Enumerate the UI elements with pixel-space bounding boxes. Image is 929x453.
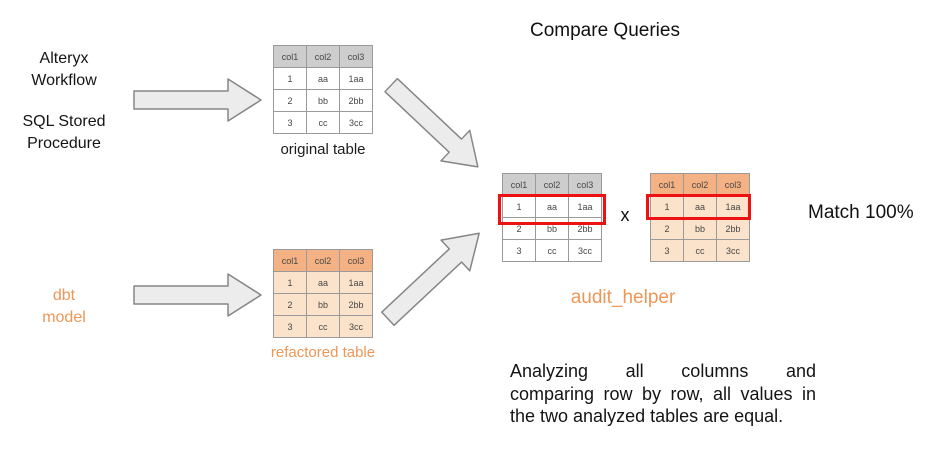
summary-line: the two analyzed tables are equal. — [510, 406, 784, 427]
table-cell: bb — [306, 89, 340, 112]
table-cell: aa — [306, 271, 340, 294]
table-cell: cc — [535, 239, 569, 262]
table-cell: 3cc — [339, 111, 373, 134]
table-header-cell: col3 — [339, 249, 373, 272]
table-cell: 1 — [273, 67, 307, 90]
sql-stored-procedure-label: SQL Stored Procedure — [22, 113, 106, 152]
table-cell: 3cc — [568, 239, 602, 262]
table-cell: 3 — [273, 315, 307, 338]
multiply-label: x — [620, 205, 630, 225]
table-header-cell: col3 — [568, 173, 602, 196]
table-header-cell: col2 — [683, 173, 717, 196]
table-cell: 3 — [502, 239, 536, 262]
table-cell: 3cc — [716, 239, 750, 262]
table-cell: 1aa — [339, 67, 373, 90]
table-cell: bb — [535, 217, 569, 240]
table-header-cell: col2 — [535, 173, 569, 196]
table-cell: aa — [683, 195, 717, 218]
dbt-model-label: dbt model — [42, 287, 86, 326]
table-cell: 1 — [273, 271, 307, 294]
refactored-table-caption: refactored table — [270, 344, 376, 361]
table-cell: 1aa — [568, 195, 602, 218]
table-cell: cc — [306, 315, 340, 338]
table-cell: 3 — [273, 111, 307, 134]
arrow-down-right-icon — [375, 68, 493, 183]
table-cell: 2 — [502, 217, 536, 240]
table-cell: 2 — [273, 293, 307, 316]
table-header-cell: col3 — [716, 173, 750, 196]
table-cell: 2bb — [339, 293, 373, 316]
table-header-cell: col1 — [273, 45, 307, 68]
table-header-cell: col1 — [502, 173, 536, 196]
alteryx-workflow-label: Alteryx Workflow — [31, 50, 97, 89]
table-cell: cc — [306, 111, 340, 134]
table-cell: 1aa — [339, 271, 373, 294]
table-cell: 1 — [502, 195, 536, 218]
table-cell: aa — [535, 195, 569, 218]
table-header-cell: col2 — [306, 249, 340, 272]
arrow-up-right-icon — [372, 217, 495, 336]
table-header-cell: col2 — [306, 45, 340, 68]
table-cell: cc — [683, 239, 717, 262]
table-cell: 2bb — [716, 217, 750, 240]
table-cell: aa — [306, 67, 340, 90]
summary-line: comparing row by row, all values in — [510, 383, 816, 404]
table-cell: 2bb — [568, 217, 602, 240]
table-cell: bb — [683, 217, 717, 240]
table-cell: 1 — [650, 195, 684, 218]
table-cell: 3cc — [339, 315, 373, 338]
table-cell: bb — [306, 293, 340, 316]
table-cell: 1aa — [716, 195, 750, 218]
table-header-cell: col3 — [339, 45, 373, 68]
summary-paragraph: Analyzing all columns and comparing row … — [510, 360, 816, 428]
table-cell: 2 — [650, 217, 684, 240]
match-result-label: Match 100% — [808, 202, 914, 223]
table-header-cell: col1 — [650, 173, 684, 196]
arrow-right-icon — [133, 273, 262, 317]
slide-title: Compare Queries — [530, 20, 680, 41]
table-cell: 3 — [650, 239, 684, 262]
table-cell: 2 — [273, 89, 307, 112]
summary-line: Analyzing all columns and — [510, 361, 816, 381]
table-cell: 2bb — [339, 89, 373, 112]
table-header-cell: col1 — [273, 249, 307, 272]
audit-helper-label: audit_helper — [570, 287, 676, 308]
original-table-caption: original table — [280, 141, 366, 158]
arrow-right-icon — [133, 78, 262, 122]
